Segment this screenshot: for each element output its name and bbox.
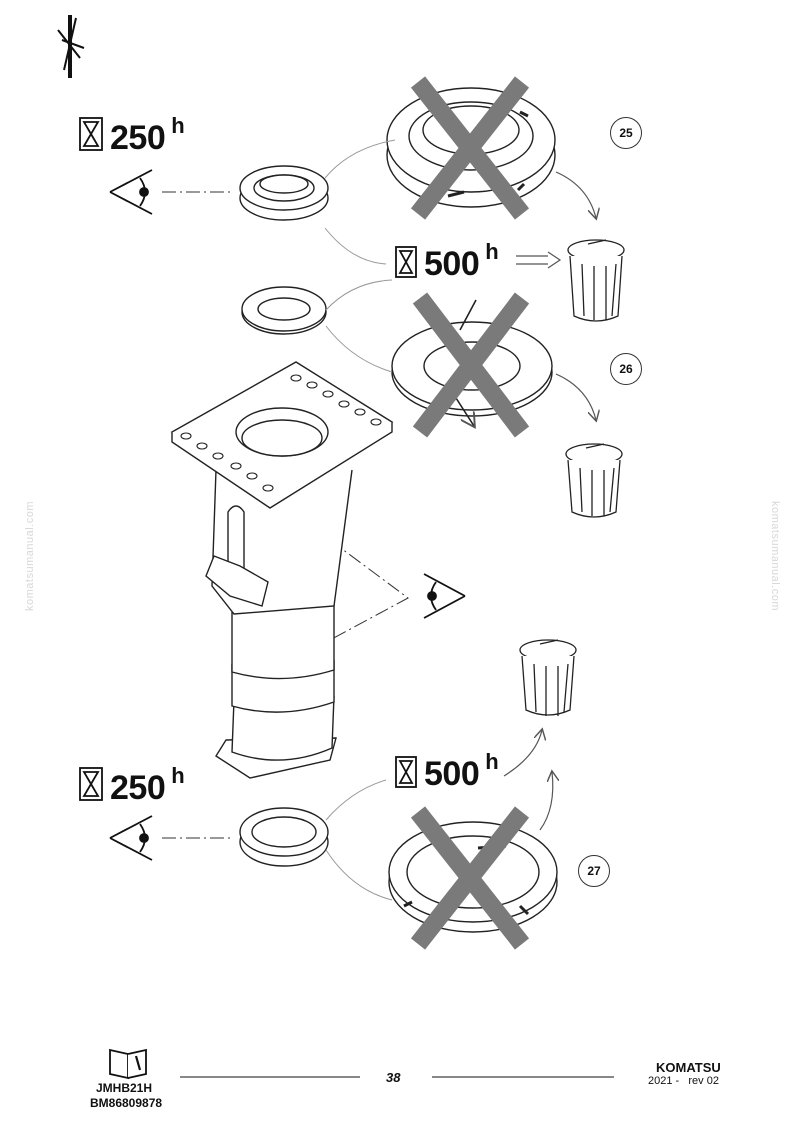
trash-bin-icon — [565, 443, 623, 518]
watermark-right: komatsumanual.com — [769, 501, 781, 611]
mounting-holes — [180, 374, 382, 492]
replacement-interval-upper: 500 h — [424, 241, 499, 283]
interval-unit: h — [485, 749, 499, 774]
interval-value: 250 — [110, 769, 166, 807]
discard-cross-mark — [412, 292, 530, 438]
page-number: 38 — [386, 1070, 401, 1085]
seal-ring-upper — [239, 165, 329, 221]
interval-value: 500 — [424, 245, 480, 283]
step-callout: 26 — [610, 353, 642, 385]
hourglass-icon — [395, 246, 417, 278]
eye-inspect-icon — [109, 815, 153, 861]
interval-unit: h — [485, 239, 499, 264]
hourglass-icon — [395, 756, 417, 788]
footer-model: JMHB21H — [96, 1081, 153, 1095]
discard-cross-mark — [410, 76, 530, 220]
housing-assembly — [170, 361, 394, 779]
hourglass-icon — [79, 117, 103, 151]
footer-revision: 2021 - rev 02 — [648, 1075, 719, 1087]
inspection-interval-lower: 250 h — [110, 765, 185, 807]
footer-doc-code: BM86809878 — [90, 1096, 163, 1110]
hourglass-icon — [79, 767, 103, 801]
step-callout: 27 — [578, 855, 610, 887]
tools-icon — [57, 15, 85, 78]
eye-inspect-icon — [109, 169, 153, 215]
interval-value: 250 — [110, 119, 166, 157]
footer-brand: KOMATSU — [656, 1060, 721, 1075]
watermark-left: komatsumanual.com — [24, 501, 36, 611]
trash-bin-icon — [519, 639, 577, 716]
interval-value: 500 — [424, 755, 480, 793]
inspection-interval-upper: 250 h — [110, 115, 185, 157]
discard-cross-mark — [410, 806, 530, 950]
washer-ring — [241, 286, 327, 335]
manual-book-icon — [109, 1048, 147, 1080]
interval-unit: h — [171, 763, 185, 788]
seal-ring-lower — [239, 807, 329, 867]
interval-unit: h — [171, 113, 185, 138]
eye-inspect-icon — [423, 573, 466, 619]
replacement-interval-lower: 500 h — [424, 751, 499, 793]
trash-bin-icon — [567, 239, 625, 322]
step-callout: 25 — [610, 117, 642, 149]
